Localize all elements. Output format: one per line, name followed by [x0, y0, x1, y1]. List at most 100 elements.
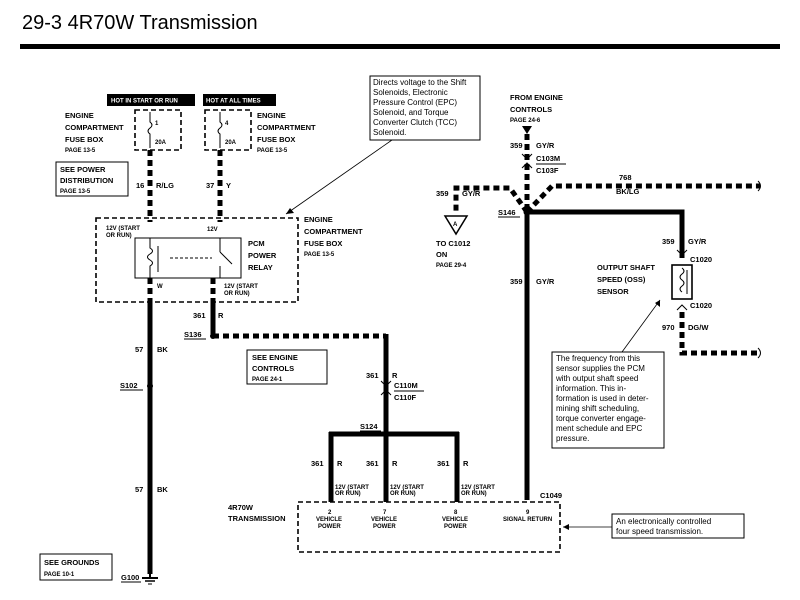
svg-text:R: R [392, 459, 398, 468]
svg-text:POWER: POWER [318, 524, 341, 530]
svg-text:SEE POWER: SEE POWER [60, 165, 106, 174]
svg-text:C110M: C110M [394, 381, 418, 390]
wire-768 [525, 183, 760, 214]
svg-text:G100: G100 [121, 573, 139, 582]
svg-text:2: 2 [328, 510, 332, 516]
svg-text:OR RUN): OR RUN) [461, 491, 487, 497]
svg-text:COMPARTMENT: COMPARTMENT [65, 123, 124, 132]
svg-text:Converter Clutch (TCC): Converter Clutch (TCC) [373, 118, 457, 127]
svg-text:C103M: C103M [536, 154, 560, 163]
svg-text:S124: S124 [360, 422, 378, 431]
svg-text:57: 57 [135, 485, 143, 494]
pcm-power-relay [134, 237, 242, 279]
fuse-left: 1 20A [147, 112, 167, 148]
svg-text:W: W [157, 284, 163, 290]
svg-text:BK: BK [157, 345, 168, 354]
connector-c110: C110M C110F [380, 380, 424, 402]
svg-text:8: 8 [454, 510, 458, 516]
engine-fuse-box-label: ENGINE COMPARTMENT FUSE BOX PAGE 13-5 [304, 215, 363, 258]
svg-text:COMPARTMENT: COMPARTMENT [304, 227, 363, 236]
svg-text:mining shift scheduling,: mining shift scheduling, [556, 404, 639, 413]
connector-c1020-top: C1020 [676, 249, 712, 264]
svg-text:ENGINE: ENGINE [304, 215, 333, 224]
svg-text:12V: 12V [207, 227, 218, 233]
svg-text:PCM: PCM [248, 239, 265, 248]
connector-c1049: C1049 [540, 491, 562, 500]
svg-text:SEE ENGINE: SEE ENGINE [252, 353, 298, 362]
svg-text:VEHICLE: VEHICLE [371, 517, 397, 523]
svg-text:9: 9 [526, 510, 530, 516]
svg-text:SPEED (OSS): SPEED (OSS) [597, 275, 646, 284]
pcm-power-relay-label: PCM POWER RELAY [248, 239, 277, 272]
note-transmission: An electronically controlled four speed … [563, 513, 745, 539]
svg-text:ON: ON [436, 250, 447, 259]
see-engine-controls: SEE ENGINE CONTROLS PAGE 24-1 [246, 349, 328, 385]
svg-text:POWER: POWER [373, 524, 396, 530]
svg-text:torque converter engage-: torque converter engage- [556, 414, 646, 423]
svg-text:R/LG: R/LG [156, 181, 174, 190]
fuse-box-right-label: ENGINE COMPARTMENT FUSE BOX PAGE 13-5 [257, 111, 316, 154]
svg-text:C1020: C1020 [690, 301, 712, 310]
svg-text:pressure.: pressure. [556, 434, 589, 443]
svg-text:PAGE 24-6: PAGE 24-6 [510, 118, 541, 124]
engine-fuse-box [95, 217, 299, 303]
svg-text:information. This in-: information. This in- [556, 384, 626, 393]
svg-text:PAGE 13-5: PAGE 13-5 [304, 252, 335, 258]
svg-text:S146: S146 [498, 208, 516, 217]
svg-text:20A: 20A [155, 140, 167, 146]
svg-text:Y: Y [226, 181, 231, 190]
fuse-box-left [134, 109, 182, 151]
svg-text:CONTROLS: CONTROLS [510, 105, 552, 114]
svg-text:Solenoid, and Torque: Solenoid, and Torque [373, 108, 449, 117]
splice-s102 [147, 383, 153, 389]
svg-text:TRANSMISSION: TRANSMISSION [228, 514, 286, 523]
note-pcm-relay: Directs voltage to the Shift Solenoids, … [285, 75, 481, 215]
svg-text:PAGE 10-1: PAGE 10-1 [44, 572, 75, 578]
see-power-distribution: SEE POWER DISTRIBUTION PAGE 13-5 [55, 161, 129, 197]
ground-g100 [142, 572, 158, 585]
svg-text:359: 359 [510, 277, 523, 286]
svg-text:VEHICLE: VEHICLE [316, 517, 342, 523]
svg-text:361: 361 [193, 311, 206, 320]
svg-text:361: 361 [366, 459, 379, 468]
wire-359-to-c1012 [453, 185, 530, 214]
svg-text:12V (START: 12V (START [335, 485, 369, 491]
svg-text:4R70W: 4R70W [228, 503, 254, 512]
svg-text:OR RUN): OR RUN) [106, 233, 132, 239]
svg-text:PAGE 24-1: PAGE 24-1 [252, 377, 283, 383]
svg-text:BK: BK [157, 485, 168, 494]
wire-970 [679, 312, 760, 356]
svg-text:OUTPUT SHAFT: OUTPUT SHAFT [597, 263, 655, 272]
svg-text:20A: 20A [225, 140, 237, 146]
svg-text:GY/R: GY/R [536, 141, 555, 150]
page-title: 29-3 4R70W Transmission [22, 12, 258, 34]
svg-text:12V (START: 12V (START [461, 485, 495, 491]
svg-text:GY/R: GY/R [536, 277, 555, 286]
svg-text:FUSE BOX: FUSE BOX [257, 135, 295, 144]
svg-text:SENSOR: SENSOR [597, 287, 629, 296]
svg-text:16: 16 [136, 181, 144, 190]
svg-text:DG/W: DG/W [688, 323, 709, 332]
svg-text:FROM ENGINE: FROM ENGINE [510, 93, 563, 102]
svg-text:12V (START: 12V (START [106, 226, 140, 232]
svg-text:Pressure Control (EPC): Pressure Control (EPC) [373, 98, 457, 107]
trans-pin-8: 8 VEHICLE POWER [442, 510, 468, 530]
svg-text:R: R [463, 459, 469, 468]
svg-text:The frequency from this: The frequency from this [556, 354, 640, 363]
trans-pin-9: 9 SIGNAL RETURN [503, 510, 552, 523]
svg-text:Solenoid.: Solenoid. [373, 128, 406, 137]
svg-text:12V (START: 12V (START [224, 284, 258, 290]
note-oss-sensor: The frequency from this sensor supplies … [551, 299, 665, 449]
connector-c103: C103M C103F [521, 153, 566, 175]
svg-text:DISTRIBUTION: DISTRIBUTION [60, 176, 113, 185]
see-grounds: SEE GROUNDS PAGE 10-1 [39, 553, 113, 581]
svg-text:with output shaft speed: with output shaft speed [555, 374, 638, 383]
svg-text:OR RUN): OR RUN) [335, 491, 361, 497]
svg-text:359: 359 [436, 189, 449, 198]
fuse-box-left-label: ENGINE COMPARTMENT FUSE BOX PAGE 13-5 [65, 111, 124, 154]
svg-text:COMPARTMENT: COMPARTMENT [257, 123, 316, 132]
svg-text:FUSE BOX: FUSE BOX [65, 135, 103, 144]
svg-text:C110F: C110F [394, 393, 417, 402]
svg-text:R: R [218, 311, 224, 320]
